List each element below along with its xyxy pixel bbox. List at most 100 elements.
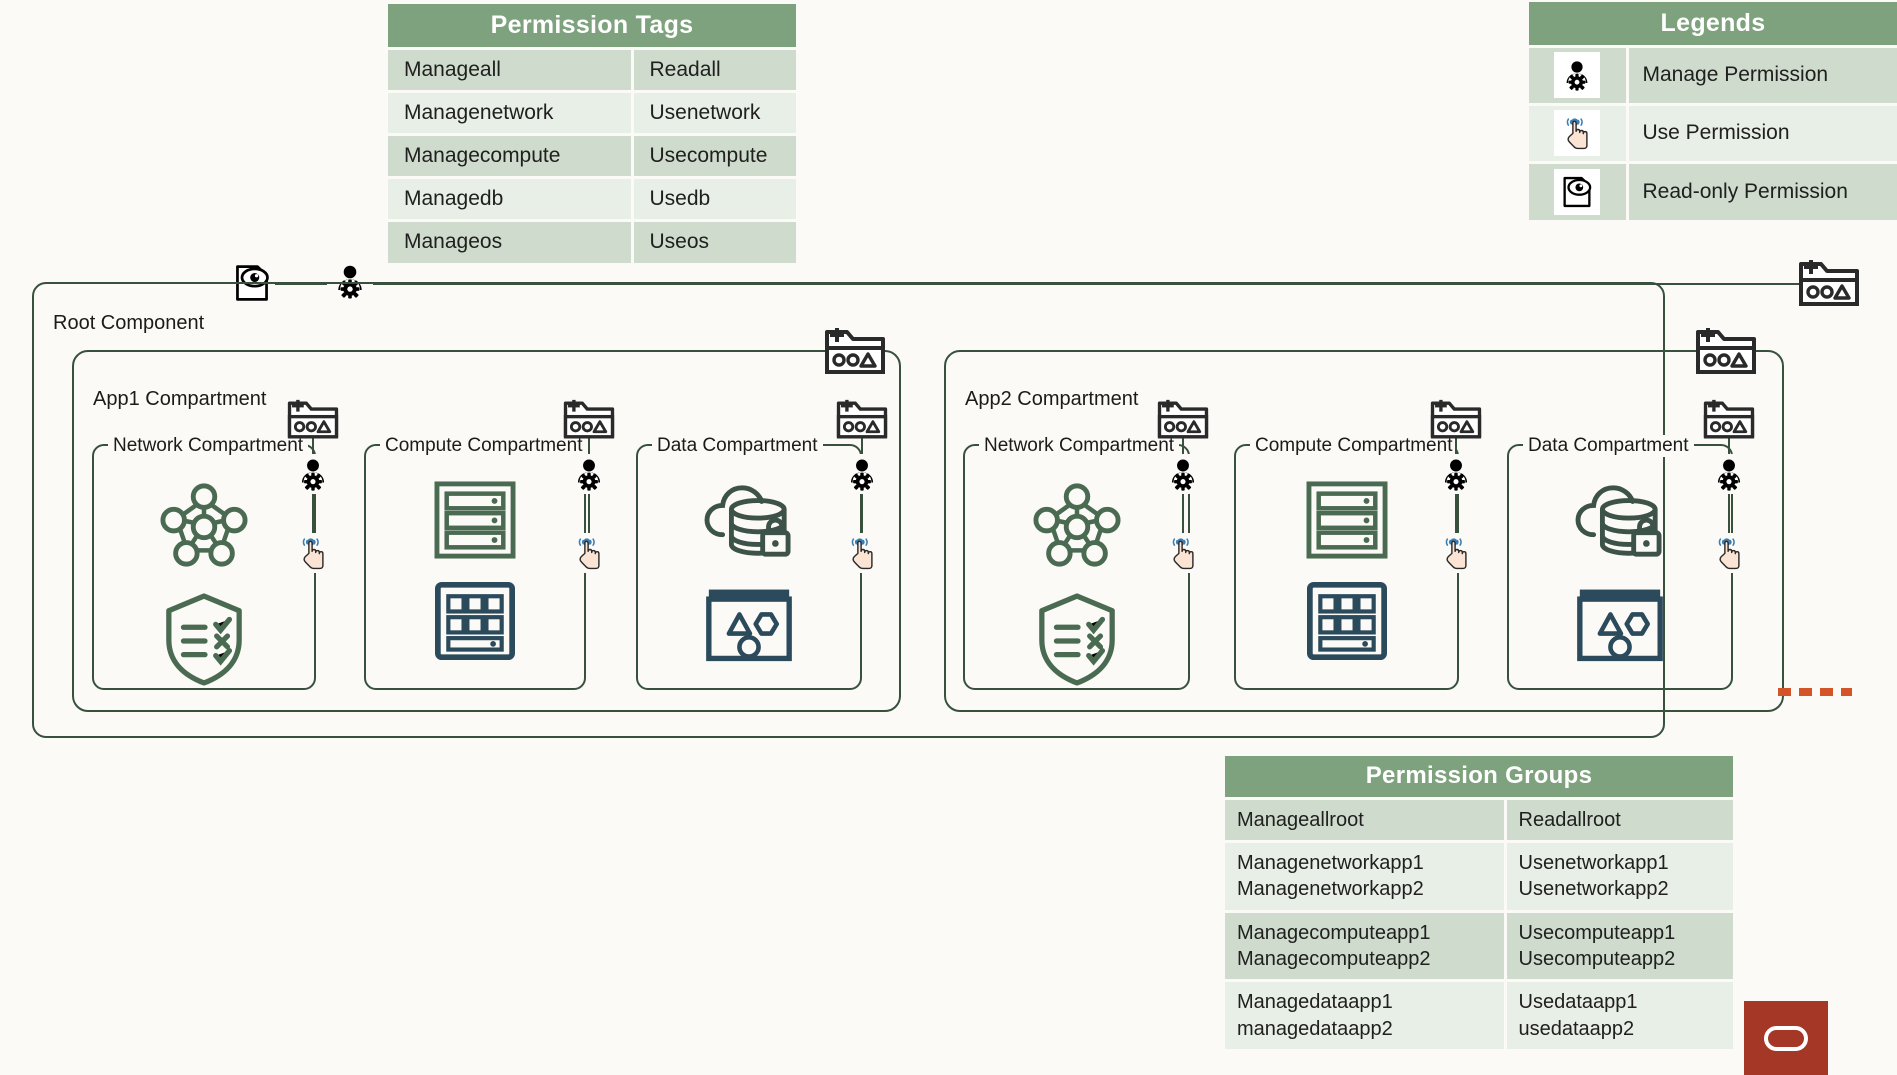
legends-table: Legends Manage Permission Use Permission	[1529, 2, 1897, 220]
app2-compute-compartment-box: Compute Compartment	[1234, 435, 1459, 690]
security-shield-checklist-icon	[1035, 591, 1119, 692]
table-header-row: Permission Groups	[1225, 756, 1733, 798]
container-grid-icon	[434, 581, 516, 666]
group-use: Usecomputeapp1 Usecomputeapp2	[1503, 909, 1733, 981]
legend-icon-cell	[1529, 160, 1627, 220]
group-manage: Managecomputeapp1 Managecomputeapp2	[1225, 909, 1505, 981]
root-component-box: Root Component	[32, 282, 1665, 738]
tag-use: Usenetwork	[630, 89, 796, 134]
oracle-oval-glyph	[1764, 1025, 1808, 1051]
compartment-icon-stack	[94, 480, 314, 692]
permission-groups-title: Permission Groups	[1225, 756, 1733, 798]
network-mesh-icon	[157, 480, 251, 575]
tag-manage: Manageall	[388, 46, 632, 91]
legend-label: Manage Permission	[1625, 44, 1897, 104]
root-compartment-folder-icon	[1798, 258, 1860, 310]
app2-compute-use-permission-icon	[1436, 533, 1476, 573]
table-row: Managedb Usedb	[388, 175, 796, 220]
compartment-label: Compute Compartment	[1250, 435, 1458, 457]
manage-permission-icon	[1554, 52, 1601, 98]
app2-compartment-label: App2 Compartment	[965, 388, 1139, 410]
tag-use: Usedb	[630, 175, 796, 220]
legend-icon-cell	[1529, 102, 1627, 162]
root-connector-line	[252, 283, 1835, 285]
container-grid-icon	[1306, 581, 1388, 666]
table-row: Managedataapp1 managedataapp2 Usedataapp…	[1225, 979, 1733, 1050]
use-permission-icon	[1554, 110, 1601, 156]
group-manage: Manageallroot	[1225, 796, 1505, 842]
group-use: Usedataapp1 usedataapp2	[1503, 979, 1733, 1050]
app2-data-manage-permission-icon	[1709, 454, 1749, 494]
app2-compartment-folder-icon	[1695, 326, 1757, 378]
app2-compartment-box: App2 Compartment	[944, 350, 1784, 712]
app1-data-manage-permission-icon	[842, 454, 882, 494]
server-rack-icon	[1305, 480, 1389, 565]
permission-tags-table: Permission Tags Manageall Readall Manage…	[388, 4, 796, 263]
tag-manage: Managenetwork	[388, 89, 632, 134]
tag-manage: Manageos	[388, 218, 632, 263]
app1-network-manage-permission-icon	[293, 454, 333, 494]
group-use: Usenetworkapp1 Usenetworkapp2	[1503, 839, 1733, 912]
compartment-icon-stack	[638, 480, 860, 668]
table-row: Manageall Readall	[388, 46, 796, 91]
app2-network-manage-permission-icon	[1163, 454, 1203, 494]
table-row: Managecomputeapp1 Managecomputeapp2 Usec…	[1225, 909, 1733, 981]
table-header-row: Legends	[1529, 2, 1897, 46]
legend-icon-cell	[1529, 44, 1627, 104]
server-rack-icon	[433, 480, 517, 565]
table-header-row: Permission Tags	[388, 4, 796, 48]
group-manage: Managenetworkapp1 Managenetworkapp2	[1225, 839, 1505, 912]
app1-network-use-permission-icon	[293, 533, 333, 573]
compartment-label: Compute Compartment	[380, 435, 588, 457]
table-row: Managenetworkapp1 Managenetworkapp2 Usen…	[1225, 839, 1733, 912]
app1-compartment-box: App1 Compartment	[72, 350, 901, 712]
legend-label: Read-only Permission	[1625, 160, 1897, 220]
compartment-label: Data Compartment	[652, 435, 823, 457]
tag-use: Readall	[630, 46, 796, 91]
app1-compute-compartment-folder-icon	[563, 398, 625, 450]
permission-groups-table: Permission Groups Manageallroot Readallr…	[1225, 756, 1733, 1050]
tag-manage: Managedb	[388, 175, 632, 220]
root-component-label: Root Component	[53, 312, 205, 334]
tag-manage: Managecompute	[388, 132, 632, 177]
network-mesh-icon	[1030, 480, 1124, 575]
app2-network-use-permission-icon	[1163, 533, 1203, 573]
app1-compute-compartment-box: Compute Compartment	[364, 435, 588, 690]
tag-use: Useos	[630, 218, 796, 263]
group-manage: Managedataapp1 managedataapp2	[1225, 979, 1505, 1050]
compartment-label: Network Compartment	[108, 435, 309, 457]
cloud-database-lock-icon	[1572, 480, 1668, 569]
cloud-database-lock-icon	[701, 480, 797, 569]
app1-compute-use-permission-icon	[569, 533, 609, 573]
legend-row: Manage Permission	[1529, 44, 1897, 104]
app1-data-use-permission-icon	[842, 533, 882, 573]
app2-data-use-permission-icon	[1709, 533, 1749, 573]
app1-compartment-folder-icon	[824, 326, 886, 378]
app1-data-compartment-folder-icon	[836, 398, 898, 450]
app1-data-compartment-box: Data Compartment	[636, 435, 862, 690]
app2-network-compartment-box: Network Compartment	[963, 435, 1190, 692]
permission-tags-title: Permission Tags	[388, 4, 796, 48]
app1-network-compartment-box: Network Compartment	[92, 435, 316, 692]
group-use: Readallroot	[1503, 796, 1733, 842]
tag-use: Usecompute	[630, 132, 796, 177]
app1-compute-manage-permission-icon	[569, 454, 609, 494]
table-row: Managenetwork Usenetwork	[388, 89, 796, 134]
shapes-window-icon	[705, 585, 793, 668]
compartment-icon-stack	[965, 480, 1188, 692]
oracle-logo	[1744, 1001, 1828, 1075]
compartment-label: Network Compartment	[979, 435, 1180, 457]
dashed-accent-marker	[1778, 688, 1852, 696]
app2-data-compartment-box: Data Compartment	[1507, 435, 1733, 690]
app2-network-compartment-folder-icon	[1157, 398, 1219, 450]
compartment-icon-stack	[366, 480, 584, 666]
legend-row: Use Permission	[1529, 102, 1897, 162]
security-shield-checklist-icon	[162, 591, 246, 692]
compartment-icon-stack	[1509, 480, 1731, 668]
compartment-label: Data Compartment	[1523, 435, 1694, 457]
read-only-permission-icon	[1554, 168, 1601, 215]
shapes-window-icon	[1576, 585, 1664, 668]
app1-network-compartment-folder-icon	[287, 398, 349, 450]
app2-data-compartment-folder-icon	[1703, 398, 1765, 450]
